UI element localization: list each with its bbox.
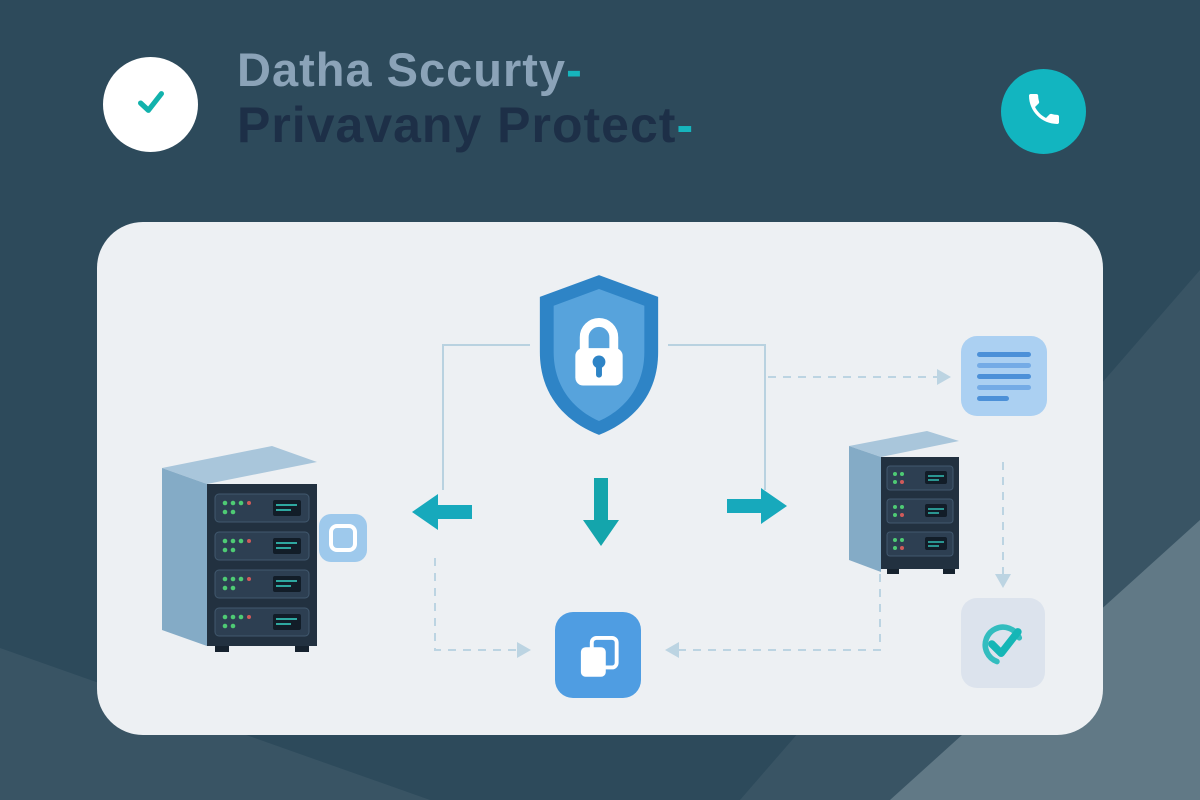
arrow-right-icon — [727, 488, 787, 524]
doc-line — [977, 362, 1031, 368]
arrow-left-icon — [412, 494, 472, 530]
chip-icon — [319, 514, 367, 562]
title-line-2: Privavany Protect- — [237, 96, 695, 153]
title-accent-2: - — [676, 96, 695, 153]
server-tower-right — [845, 426, 965, 576]
phone-button — [1001, 69, 1086, 154]
arrow-down-icon — [583, 478, 619, 546]
connector-lines — [434, 344, 1011, 658]
chip-inner-shape — [329, 524, 357, 552]
header-badge — [103, 57, 198, 152]
doc-line — [977, 373, 1031, 379]
doc-line — [977, 351, 1031, 357]
title-line-1: Datha Sccurty- — [237, 43, 583, 96]
diagram-panel — [97, 222, 1103, 735]
server-tower-left — [157, 440, 327, 652]
check-badge-icon — [961, 598, 1045, 688]
document-lines-icon — [961, 336, 1047, 416]
title-accent-1: - — [566, 43, 583, 96]
page-title: Datha Sccurty- Privavany Protect- — [237, 43, 695, 153]
copy-document-icon — [555, 612, 641, 698]
phone-icon — [1024, 89, 1064, 134]
check-icon — [125, 76, 177, 133]
doc-line — [977, 395, 1010, 401]
doc-line — [977, 384, 1031, 390]
shield-lock-icon — [530, 270, 668, 440]
